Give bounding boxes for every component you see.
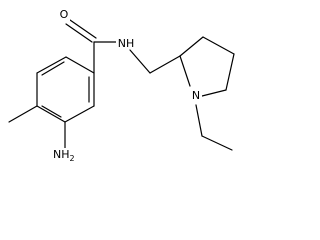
- amino-subscript: 2: [70, 154, 75, 163]
- amino-nh-text: NH: [53, 148, 70, 161]
- bond-ring-inner-2: [41, 105, 62, 118]
- bond-pyr-n-c2: [179, 55, 191, 87]
- bond-ring-inner-3: [41, 61, 65, 76]
- bond-carbonyl-double-a: [65, 23, 93, 43]
- amino-group-label: NH2: [53, 148, 75, 163]
- carbonyl-oxygen-label: O: [60, 8, 69, 21]
- benzene-ring: [36, 56, 95, 123]
- bond-ring-c1-c2: [65, 56, 95, 74]
- ring-nitrogen-label: N: [192, 89, 200, 102]
- bond-pyr-c2-c3: [179, 36, 204, 57]
- bond-ring-c4-c5: [36, 105, 66, 123]
- chemical-structure: O NH N NH2: [8, 8, 235, 163]
- bond-carbonyl-double-b: [69, 19, 97, 39]
- bond-methyl: [8, 105, 38, 123]
- bond-ring-c6-c1: [36, 56, 67, 74]
- bond-ethyl-ch2-ch3: [201, 135, 233, 151]
- amide-nitrogen-label: NH: [118, 37, 135, 50]
- pyrrolidine-ring: [179, 36, 235, 97]
- bond-ring-n-to-ethyl-ch2: [195, 104, 203, 137]
- bond-amide-n-to-ch2: [129, 49, 151, 74]
- bond-ring-c3-c4: [64, 105, 95, 123]
- bond-pyr-c3-c4: [202, 36, 235, 55]
- bond-pyr-c4-c5: [225, 53, 235, 91]
- bond-pyr-c5-n: [201, 89, 227, 97]
- bond-ch2-to-ring-c2: [149, 55, 181, 74]
